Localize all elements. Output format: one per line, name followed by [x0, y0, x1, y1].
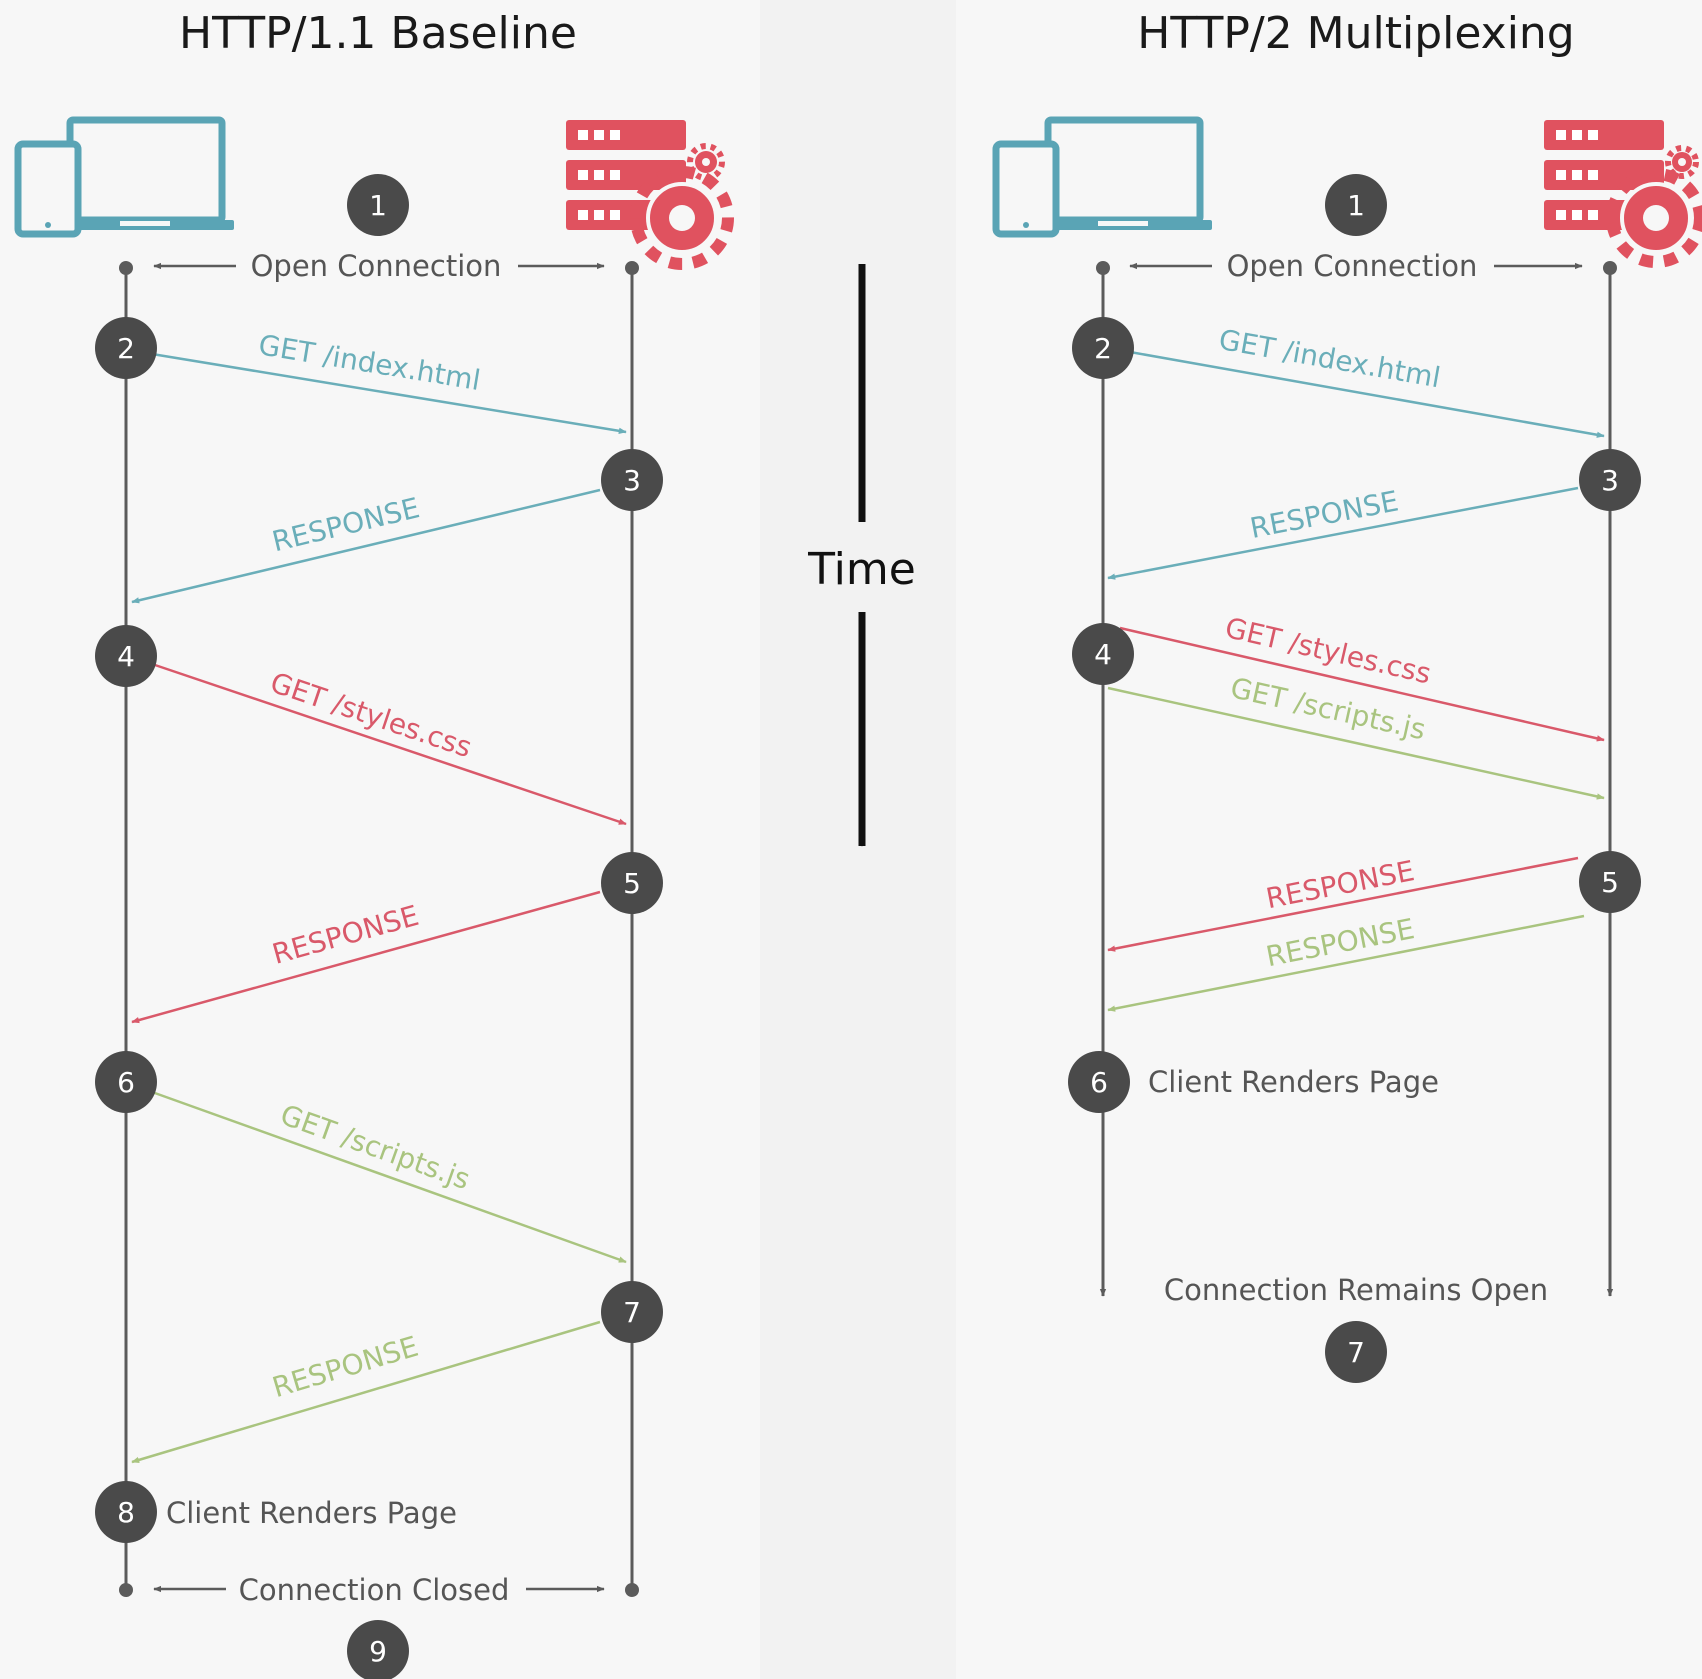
left-client-renders-label: Client Renders Page	[166, 1496, 457, 1530]
right-step-7-badge: 7	[1325, 1321, 1387, 1383]
left-msg-get-styles-arrow	[151, 662, 627, 826]
right-msg-response-blue-arrow	[1107, 486, 1579, 580]
svg-text:5: 5	[1601, 866, 1619, 899]
right-step-5-badge: 5	[1579, 851, 1641, 913]
left-step-8-badge: 8	[95, 1481, 157, 1543]
svg-text:7: 7	[623, 1296, 641, 1329]
left-step-7-badge: 7	[601, 1281, 663, 1343]
svg-text:7: 7	[1347, 1336, 1365, 1369]
svg-text:6: 6	[1090, 1066, 1108, 1099]
left-msg-response-red-arrow	[131, 890, 601, 1024]
right-step-4-badge: 4	[1072, 623, 1134, 685]
right-msg-get-index-arrow	[1129, 350, 1605, 438]
left-step-4-badge: 4	[95, 625, 157, 687]
svg-text:3: 3	[623, 464, 641, 497]
right-panel-background	[956, 0, 1702, 1679]
left-client-devices-icon	[14, 116, 234, 238]
left-msg-get-index-arrow	[151, 352, 627, 434]
left-step-1-badge: 1	[347, 174, 409, 236]
right-server-start-dot	[1603, 261, 1617, 275]
right-msg-response-red-arrow	[1107, 856, 1579, 952]
left-step-9-badge: 9	[347, 1620, 409, 1679]
right-msg-response-green-arrow	[1107, 914, 1585, 1012]
svg-text:9: 9	[369, 1635, 387, 1668]
right-msg-get-styles-arrow	[1119, 626, 1605, 742]
left-connection-closed-label: Connection Closed	[239, 1573, 510, 1607]
svg-text:6: 6	[117, 1066, 135, 1099]
right-client-start-dot	[1096, 261, 1110, 275]
svg-text:2: 2	[1094, 332, 1112, 365]
left-msg-response-blue-arrow	[131, 488, 601, 604]
right-title: HTTP/2 Multiplexing	[1137, 8, 1575, 59]
svg-text:1: 1	[1347, 189, 1365, 222]
right-step-6-badge: 6	[1068, 1051, 1130, 1113]
right-connection-remains-open-label: Connection Remains Open	[1164, 1273, 1548, 1307]
svg-text:3: 3	[1601, 464, 1619, 497]
svg-text:2: 2	[117, 332, 135, 365]
time-axis-label: Time	[807, 544, 916, 595]
svg-text:1: 1	[369, 189, 387, 222]
left-server-start-dot	[625, 261, 639, 275]
right-client-renders-label: Client Renders Page	[1148, 1065, 1439, 1099]
left-client-end-dot	[119, 1583, 133, 1597]
left-step-6-badge: 6	[95, 1051, 157, 1113]
right-client-devices-icon	[992, 116, 1212, 238]
right-step-2-badge: 2	[1072, 317, 1134, 379]
left-msg-response-green-arrow	[131, 1320, 601, 1464]
left-step-5-badge: 5	[601, 852, 663, 914]
right-server-gear-icon	[1544, 120, 1702, 268]
right-msg-get-scripts-arrow	[1107, 686, 1605, 800]
svg-text:4: 4	[117, 640, 135, 673]
left-open-connection-label: Open Connection	[251, 249, 502, 283]
right-step-1-badge: 1	[1325, 174, 1387, 236]
left-client-start-dot	[119, 261, 133, 275]
right-open-connection-label: Open Connection	[1227, 249, 1478, 283]
left-title: HTTP/1.1 Baseline	[179, 8, 577, 59]
left-server-end-dot	[625, 1583, 639, 1597]
svg-text:4: 4	[1094, 638, 1112, 671]
svg-text:5: 5	[623, 867, 641, 900]
center-gap-background	[760, 0, 956, 1679]
left-msg-get-scripts-arrow	[151, 1090, 627, 1264]
left-server-gear-icon	[566, 120, 734, 270]
right-step-3-badge: 3	[1579, 449, 1641, 511]
left-step-3-badge: 3	[601, 449, 663, 511]
left-step-2-badge: 2	[95, 317, 157, 379]
svg-text:8: 8	[117, 1496, 135, 1529]
